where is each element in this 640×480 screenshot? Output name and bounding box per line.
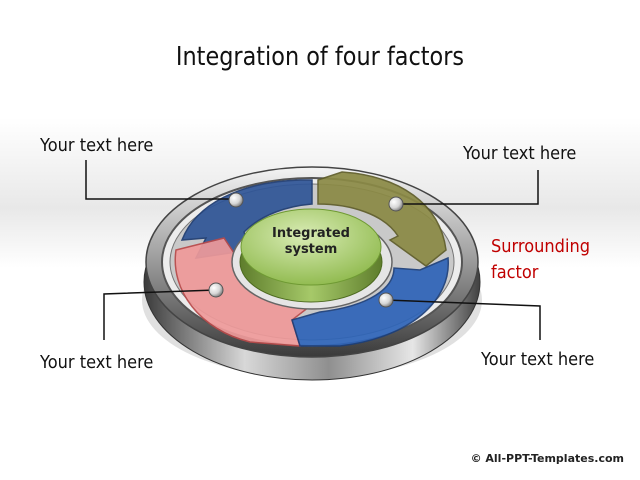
callout-top-right: Your text here [463, 143, 577, 164]
connector-ball-bottom-left [208, 282, 224, 298]
center-label: Integrated system [256, 226, 366, 258]
leader-bottom-right [385, 299, 541, 340]
center-label-line1: Integrated [272, 226, 350, 241]
connector-ball-top-right [388, 196, 404, 212]
segment-bottom-right [291, 256, 449, 347]
surrounding-factor-line2: factor [491, 262, 539, 283]
connector-ball-top-left [228, 192, 244, 208]
leader-top-right [396, 170, 539, 205]
callout-bottom-left: Your text here [40, 352, 154, 373]
connector-ball-bottom-right [378, 292, 394, 308]
callout-bottom-right: Your text here [481, 349, 595, 370]
callout-top-left: Your text here [40, 135, 154, 156]
segment-top-right [317, 171, 447, 267]
leader-top-left [85, 160, 236, 200]
hub-top [240, 208, 382, 286]
surrounding-factor-line1: Surrounding [491, 236, 591, 257]
leader-bottom-left [103, 289, 217, 340]
center-label-line2: system [284, 242, 338, 257]
surrounding-factor-label: Surrounding factor [491, 234, 626, 286]
diagram-title: Integration of four factors [175, 42, 465, 72]
copyright-notice: © All-PPT-Templates.com [470, 452, 624, 465]
segment-top-left [180, 179, 313, 259]
